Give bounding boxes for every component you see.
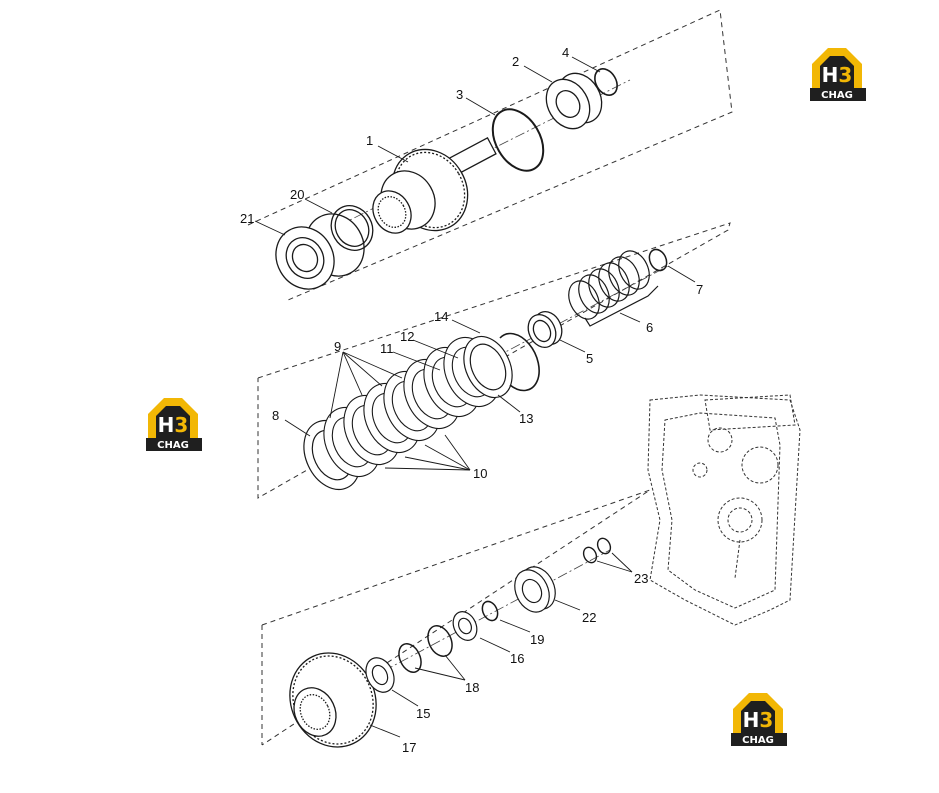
logo-mark: H3 <box>822 63 853 87</box>
callout-10: 10 <box>473 466 487 481</box>
part-7-ring <box>648 248 668 272</box>
callout-22: 22 <box>582 610 596 625</box>
part-5-bushing <box>527 310 563 349</box>
logo-text: CHAG <box>742 735 774 746</box>
logo-text: CHAG <box>821 90 853 101</box>
callout-4: 4 <box>562 45 569 60</box>
part-17-gear <box>289 652 377 748</box>
part-20-ring <box>330 205 374 251</box>
part-6-spring-stack <box>568 250 659 327</box>
part-2-bearing <box>545 72 603 130</box>
callout-14: 14 <box>434 309 448 324</box>
part-4-snap-ring <box>594 68 618 96</box>
watermark-logo-bottom-right: H3 CHAG <box>731 693 787 746</box>
part-14-snap-ring <box>499 332 540 392</box>
lower-group-outline <box>261 489 651 746</box>
callout-11: 11 <box>380 341 394 356</box>
callout-16: 16 <box>510 651 524 666</box>
watermark-logo-left: H3 CHAG <box>146 398 202 451</box>
part-23-rings <box>582 537 612 564</box>
part-19-ring <box>481 600 499 622</box>
callout-23: 23 <box>634 571 648 586</box>
callout-17: 17 <box>402 740 416 755</box>
part-1-gear-shaft <box>372 137 497 234</box>
logo-mark: H3 <box>743 708 774 732</box>
part-21-bearing <box>275 213 365 290</box>
part-3-o-ring <box>491 108 545 172</box>
middle-group-outline <box>257 222 731 499</box>
logo-mark: H3 <box>158 413 189 437</box>
callout-20: 20 <box>290 187 304 202</box>
callout-6: 6 <box>646 320 653 335</box>
callout-7: 7 <box>696 282 703 297</box>
part-15-bearing <box>365 657 395 693</box>
callout-15: 15 <box>416 706 430 721</box>
callout-labels: 1 2 3 4 5 6 7 8 9 10 11 12 13 14 15 16 1… <box>240 45 703 755</box>
leader-lines <box>254 56 696 738</box>
transmission-housing <box>647 394 801 626</box>
callout-9: 9 <box>334 339 341 354</box>
callout-2: 2 <box>512 54 519 69</box>
callout-8: 8 <box>272 408 279 423</box>
callout-19: 19 <box>530 632 544 647</box>
callout-21: 21 <box>240 211 254 226</box>
part-16-bearing <box>452 611 478 641</box>
part-18-rings <box>398 625 453 673</box>
callout-13: 13 <box>519 411 533 426</box>
callout-1: 1 <box>366 133 373 148</box>
callout-18: 18 <box>465 680 479 695</box>
watermark-logo-top-right: H3 CHAG <box>810 48 866 101</box>
logo-text: CHAG <box>157 440 189 451</box>
upper-group-outline <box>247 9 733 301</box>
callout-5: 5 <box>586 351 593 366</box>
callout-3: 3 <box>456 87 463 102</box>
part-13-pressure-plate <box>463 335 513 399</box>
part-22-bearing <box>514 566 556 613</box>
dashed-group-outlines <box>247 9 733 746</box>
callout-12: 12 <box>400 329 414 344</box>
